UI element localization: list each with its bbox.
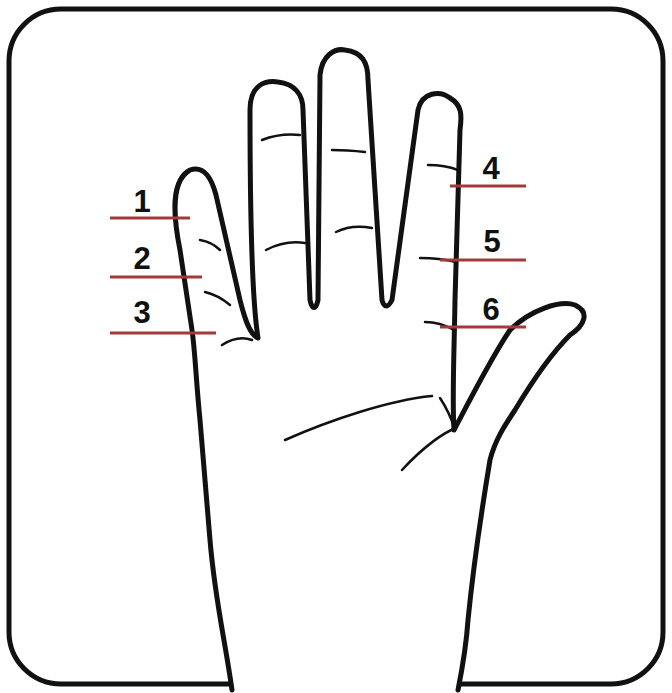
crease	[222, 338, 252, 345]
hand-creases	[200, 135, 458, 470]
hand-outline	[175, 50, 584, 690]
callout-number: 2	[133, 243, 150, 274]
callout-number: 4	[482, 153, 499, 184]
leader-line	[110, 217, 190, 220]
callout-number: 3	[133, 297, 150, 328]
palm-line	[285, 396, 432, 440]
crease	[262, 135, 300, 140]
leader-line	[110, 332, 216, 335]
palm-line	[402, 428, 456, 470]
crease	[332, 150, 365, 152]
callout-number: 5	[483, 226, 500, 257]
callout-number: 1	[133, 186, 150, 217]
palm-line	[440, 398, 455, 430]
crease	[428, 165, 458, 170]
leader-line	[440, 259, 526, 262]
leader-line	[110, 276, 202, 279]
crease	[266, 242, 305, 250]
crease	[200, 240, 220, 250]
leader-line	[450, 185, 526, 188]
callout-number: 6	[482, 294, 499, 325]
crease	[205, 292, 230, 305]
crease	[336, 227, 372, 232]
leader-lines	[110, 186, 526, 333]
leader-line	[440, 326, 526, 329]
